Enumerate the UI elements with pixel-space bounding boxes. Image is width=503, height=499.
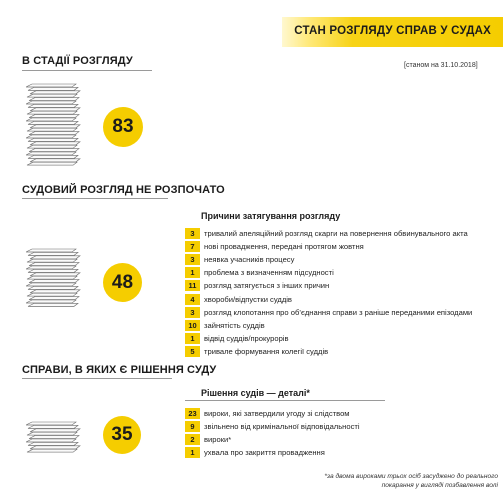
paper-stack-icon: [25, 245, 82, 320]
count-tag: 3: [185, 254, 200, 266]
count-tag: 1: [185, 447, 200, 459]
item-label: тривалий апеляційний розгляд скарги на п…: [204, 229, 468, 238]
delay-reasons-title: Причини затягування розгляду: [201, 211, 341, 221]
count-tag: 11: [185, 280, 200, 292]
item-label: проблема з визначенням підсудності: [204, 268, 334, 278]
section-title-decided: СПРАВИ, В ЯКИХ Є РІШЕННЯ СУДУ: [22, 364, 217, 376]
decisions-title: Рішення судів — деталі*: [201, 388, 310, 398]
item-label: відвід суддів/прокурорів: [204, 333, 289, 343]
item-label: розгляд клопотання про об’єднання справи…: [204, 307, 473, 317]
footnote: *за двома вироками трьох осіб засуджено …: [324, 473, 498, 489]
section-divider: [22, 378, 172, 379]
section-title-not-started: СУДОВИЙ РОЗГЛЯД НЕ РОЗПОЧАТО: [22, 184, 225, 196]
paper-stack-icon: [25, 248, 81, 307]
count-tag: 1: [185, 267, 200, 279]
paper-stack-icon: [25, 421, 81, 453]
item-label: неявка учасників процесу: [204, 255, 295, 265]
count-tag: 3: [185, 228, 200, 239]
item-label: вироки, які затвердили угоду зі слідство…: [204, 409, 350, 418]
count-tag: 9: [185, 421, 200, 433]
count-badge-decided: 35: [103, 416, 141, 454]
count-tag: 23: [185, 408, 200, 419]
count-tag: 3: [185, 306, 200, 318]
page-title: СТАН РОЗГЛЯДУ СПРАВ У СУДАХ: [294, 25, 491, 37]
item-label: нові провадження, передані протягом жовт…: [204, 242, 364, 252]
count-badge-in-review: 83: [103, 107, 143, 147]
item-label: хвороби/відпустки суддів: [204, 294, 292, 304]
item-label: звільнено від кримінальної відповідально…: [204, 422, 360, 432]
item-label: тривале формування колегії суддів: [204, 346, 329, 356]
section-divider: [185, 400, 385, 401]
count-tag: 10: [185, 319, 200, 331]
count-tag: 1: [185, 332, 200, 344]
item-label: зайнятість суддів: [204, 320, 265, 330]
paper-stack-icon: [25, 418, 82, 466]
item-label: вироки*: [204, 435, 232, 445]
paper-stack-icon: [25, 80, 82, 179]
count-badge-not-started: 48: [103, 263, 142, 302]
count-tag: 5: [185, 345, 200, 357]
header-banner: СТАН РОЗГЛЯДУ СПРАВ У СУДАХ: [282, 17, 503, 47]
section-divider: [22, 198, 168, 199]
section-title-in-review: В СТАДІЇ РОЗГЛЯДУ: [22, 55, 133, 67]
item-label: ухвала про закриття провадження: [204, 448, 325, 458]
count-tag: 4: [185, 293, 200, 305]
count-tag: 2: [185, 434, 200, 446]
as-of-date: [станом на 31.10.2018]: [404, 62, 478, 69]
paper-stack-icon: [25, 83, 81, 166]
section-divider: [22, 70, 152, 71]
item-label: розгляд затягується з інших причин: [204, 281, 330, 291]
count-tag: 7: [185, 241, 200, 253]
